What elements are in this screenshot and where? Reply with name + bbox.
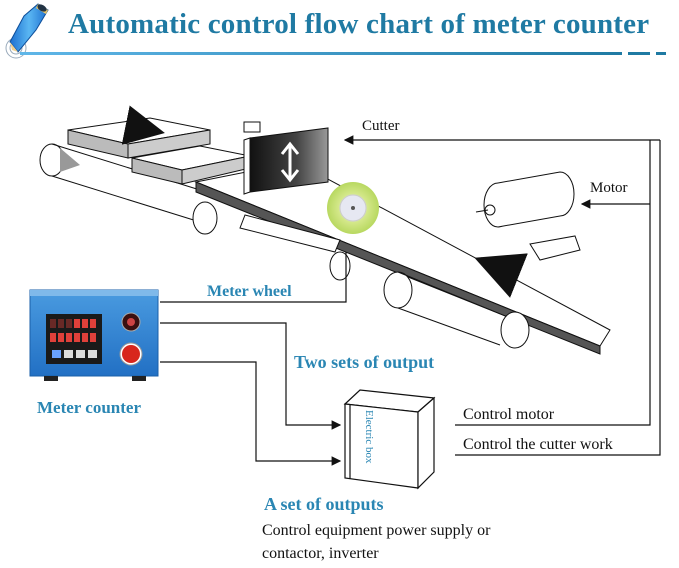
- cutter-blade: [243, 121, 329, 195]
- connection-lines: [160, 135, 661, 466]
- meter-counter-device: [29, 289, 159, 381]
- electric-box-label: Electric box: [363, 410, 375, 464]
- two-sets-output-label: Two sets of output: [294, 352, 435, 372]
- control-motor-label: Control motor: [463, 406, 555, 423]
- page-title: Automatic control flow chart of meter co…: [68, 8, 650, 40]
- pencil-icon: [5, 3, 49, 59]
- meter-counter-label: Meter counter: [37, 398, 141, 417]
- electric-box: [343, 389, 436, 490]
- output-conveyor: [39, 105, 251, 235]
- meter-wheel-label: Meter wheel: [207, 283, 292, 300]
- motor-label: Motor: [590, 180, 628, 196]
- display-digits: [50, 319, 96, 342]
- outputs-desc-line2: contactor, inverter: [262, 545, 379, 562]
- title-underline: [20, 52, 666, 55]
- main-conveyor-belt: [194, 161, 611, 355]
- motor: [475, 171, 581, 261]
- meter-wheel: [327, 182, 379, 234]
- outputs-desc-line1: Control equipment power supply or: [262, 522, 491, 539]
- cutter-label: Cutter: [362, 118, 400, 134]
- control-cutter-label: Control the cutter work: [463, 436, 613, 453]
- a-set-of-outputs-label: A set of outputs: [264, 494, 384, 514]
